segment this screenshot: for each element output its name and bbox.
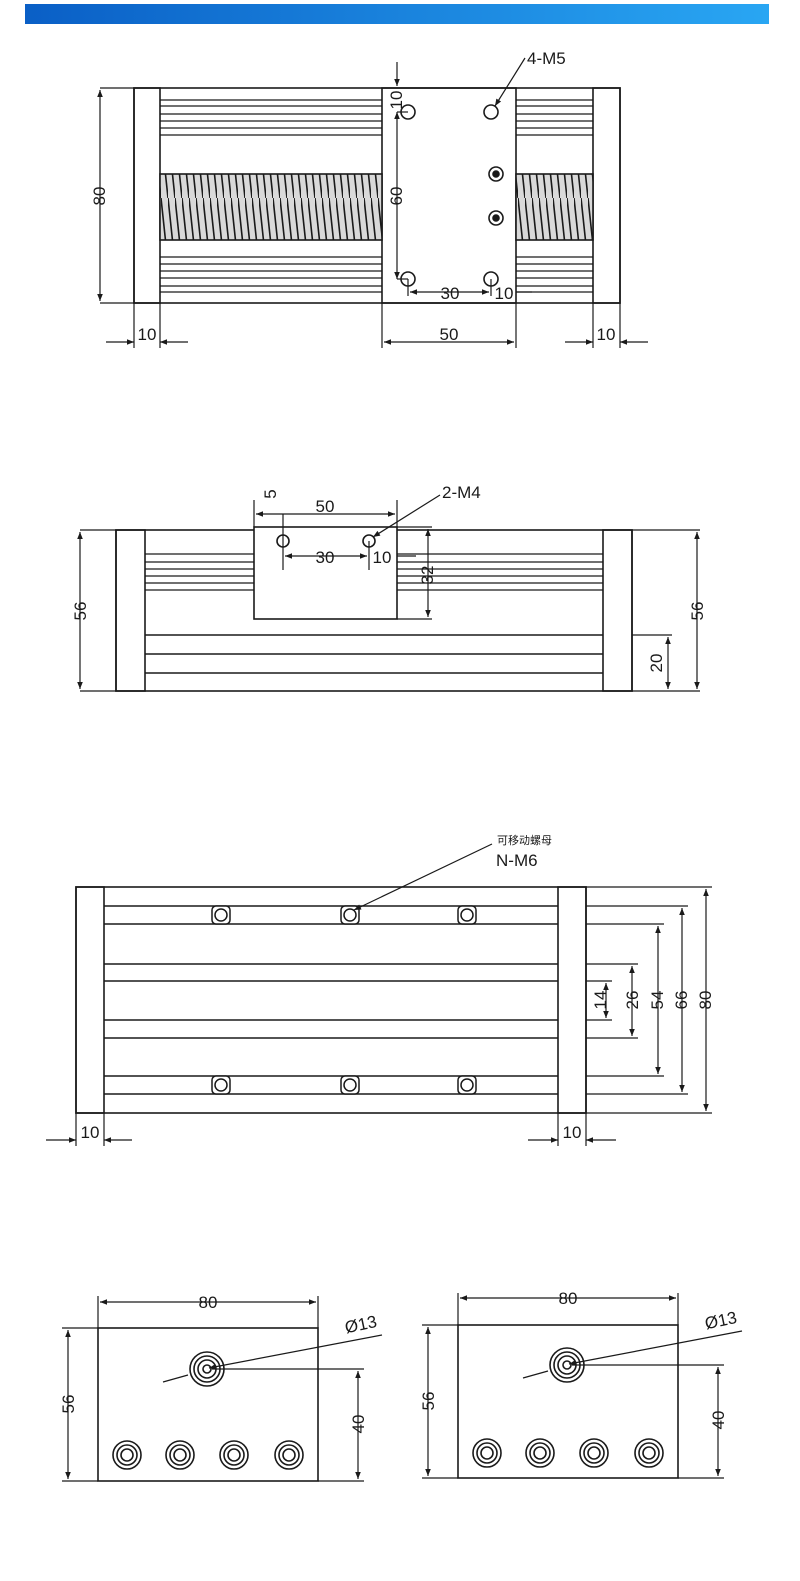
end-view-left: [62, 1296, 383, 1482]
end-view-right: [422, 1293, 743, 1479]
top-dim-end-right: 10: [597, 325, 616, 344]
end-left-dim-dia: Ø13: [343, 1312, 378, 1337]
top-lead-screw-right: [515, 173, 594, 241]
side-view: [77, 494, 700, 692]
bottom-dim-80: 80: [696, 991, 715, 1010]
top-left-end-plate: [133, 87, 161, 304]
top-view: [97, 57, 648, 348]
side-dim-height-right: 56: [688, 602, 707, 621]
end-left-holes: [112, 1440, 304, 1470]
side-dim-carriage-height: 32: [418, 566, 437, 585]
side-dim-hole-pitch: 30: [316, 548, 335, 567]
end-right-holes: [472, 1438, 664, 1468]
side-dim-rail-height: 20: [647, 654, 666, 673]
end-left-dim-width: 80: [199, 1293, 218, 1312]
top-right-end-plate: [592, 87, 621, 304]
side-dim-hole-offset-h: 10: [373, 548, 392, 567]
end-right-dim-width: 80: [559, 1289, 578, 1308]
side-dim-carriage-width: 50: [316, 497, 335, 516]
top-rail-grooves: [160, 99, 593, 293]
end-right-dim-dia: Ø13: [703, 1308, 738, 1333]
top-dim-hole-pitch-v: 60: [387, 187, 406, 206]
end-plate-right: [457, 1324, 679, 1479]
side-dim-height-left: 56: [71, 602, 90, 621]
top-dim-carriage: 50: [440, 325, 459, 344]
bottom-right-end-plate: [557, 886, 587, 1114]
end-left-dim-center: 40: [349, 1415, 368, 1434]
side-callout-2-m4: 2-M4: [442, 483, 481, 502]
end-right-dim-height: 56: [419, 1392, 438, 1411]
bottom-view: [46, 843, 712, 1146]
bottom-dim-66: 66: [672, 991, 691, 1010]
bottom-callout-cn: 可移动螺母: [497, 834, 552, 847]
bottom-dim-26: 26: [623, 991, 642, 1010]
top-lead-screw-left: [159, 173, 383, 241]
bottom-frame: [75, 886, 587, 1114]
side-dim-hole-offset-v: 5: [261, 489, 280, 498]
bottom-callout-n-m6: N-M6: [496, 851, 538, 870]
end-left-dim-height: 56: [59, 1395, 78, 1414]
top-dim-hole-offset-v: 10: [387, 91, 406, 110]
side-rails: [145, 553, 603, 591]
side-right-end-plate: [602, 529, 633, 692]
top-dim-hole-offset-h: 10: [495, 284, 514, 303]
bottom-dim-54: 54: [648, 991, 667, 1010]
header-accent-bar: [25, 4, 769, 24]
side-left-end-plate: [115, 529, 146, 692]
bottom-left-end-plate: [75, 886, 105, 1114]
top-dim-end-left: 10: [138, 325, 157, 344]
end-plate-left: [97, 1327, 319, 1482]
bottom-dim-end-left: 10: [81, 1123, 100, 1142]
bottom-dim-end-right: 10: [563, 1123, 582, 1142]
top-callout-4-m5: 4-M5: [527, 49, 566, 68]
bottom-dim-14: 14: [591, 991, 610, 1010]
top-hole-2: [483, 104, 499, 120]
end-right-dim-center: 40: [709, 1411, 728, 1430]
top-dim-hole-pitch-h: 30: [441, 284, 460, 303]
top-dim-80: 80: [90, 187, 109, 206]
